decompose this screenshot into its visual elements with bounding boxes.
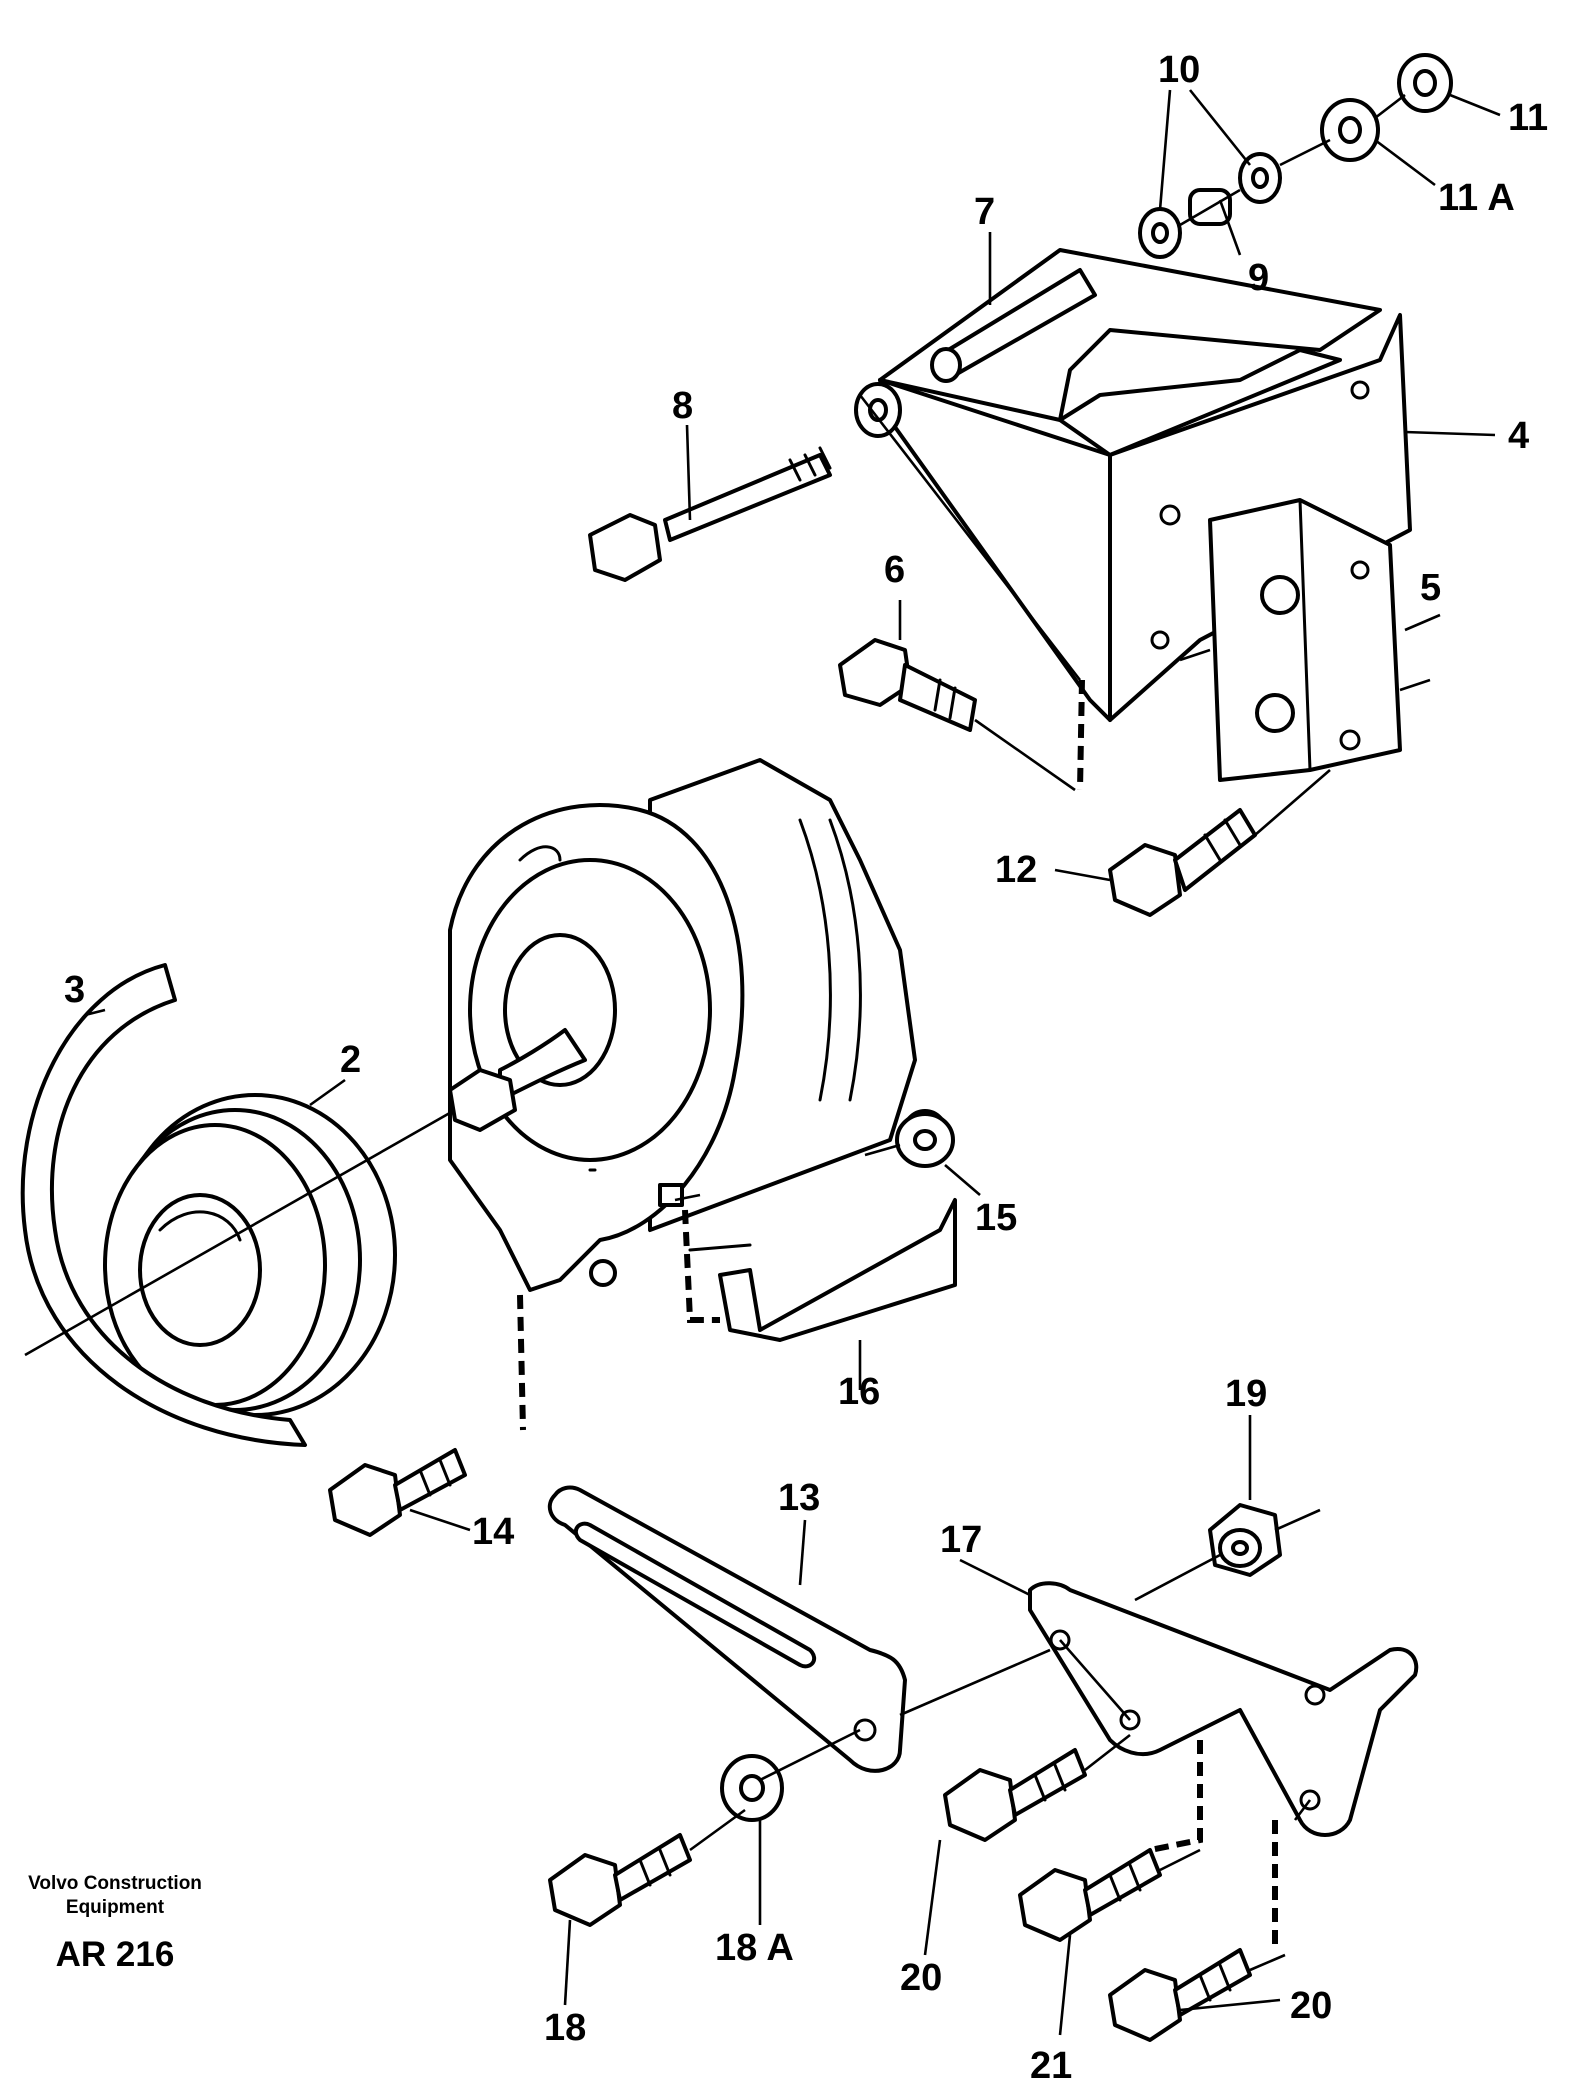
long-bolt — [588, 446, 832, 582]
callout-label: 13 — [778, 1477, 820, 1519]
callout-label: 18 — [544, 2007, 586, 2049]
pulley-axis-line — [24, 1108, 456, 1357]
callout-labels: 10 11 11 A 7 9 8 4 6 5 12 3 2 15 16 19 1… — [64, 49, 1548, 2085]
bolt-6 — [838, 638, 977, 732]
bolt-18 — [548, 1833, 692, 1927]
callout-label: 17 — [940, 1519, 982, 1561]
nut-19 — [1208, 1503, 1282, 1577]
belt-guard — [20, 963, 307, 1447]
callout-label: 20 — [900, 1957, 942, 1999]
assembly-lines — [674, 394, 1431, 1972]
callout-label: 8 — [672, 385, 693, 427]
bracket-plate — [1208, 498, 1402, 782]
adjusting-arm — [547, 1485, 907, 1773]
callout-label: 18 A — [715, 1927, 794, 1969]
callout-label: 15 — [975, 1197, 1017, 1239]
callout-label: 9 — [1248, 257, 1269, 299]
callout-label: 7 — [974, 191, 995, 233]
pulley — [103, 1093, 397, 1417]
lower-bracket — [1028, 1581, 1419, 1837]
callout-label: 3 — [64, 969, 85, 1011]
callout-label: 5 — [1420, 567, 1441, 609]
callout-label: 19 — [1225, 1373, 1267, 1415]
callout-label: 2 — [340, 1039, 361, 1081]
callout-label: 11 A — [1438, 177, 1515, 219]
bolt-14 — [328, 1448, 467, 1537]
alternator — [448, 758, 949, 1292]
nut-15 — [895, 1112, 955, 1168]
pin — [930, 268, 1097, 383]
callout-label: 21 — [1030, 2045, 1072, 2085]
drawing-code: AR 216 — [55, 1935, 175, 1974]
callout-leaders — [84, 89, 1501, 2036]
callout-label: 20 — [1290, 1985, 1332, 2027]
brand-name-line2: Equipment — [65, 1897, 165, 1918]
spacer-and-washers — [1138, 53, 1453, 259]
callout-label: 6 — [884, 549, 905, 591]
callout-label: 12 — [995, 849, 1037, 891]
callout-label: 16 — [838, 1371, 880, 1413]
dashed-assembly-lines — [517, 679, 1278, 1945]
callout-label: 14 — [472, 1511, 514, 1553]
bolt-12 — [1108, 808, 1257, 917]
washer-18a — [720, 1754, 784, 1822]
callout-label: 10 — [1158, 49, 1200, 91]
brand-name: Volvo Construction — [28, 1873, 202, 1894]
bolt-20-lower — [1108, 1948, 1252, 2042]
callout-label: 4 — [1508, 415, 1529, 457]
bolt-21 — [1018, 1848, 1162, 1942]
support-bracket — [588, 1168, 957, 1342]
bolt-20-upper — [943, 1748, 1087, 1842]
callout-label: 11 — [1508, 97, 1548, 139]
